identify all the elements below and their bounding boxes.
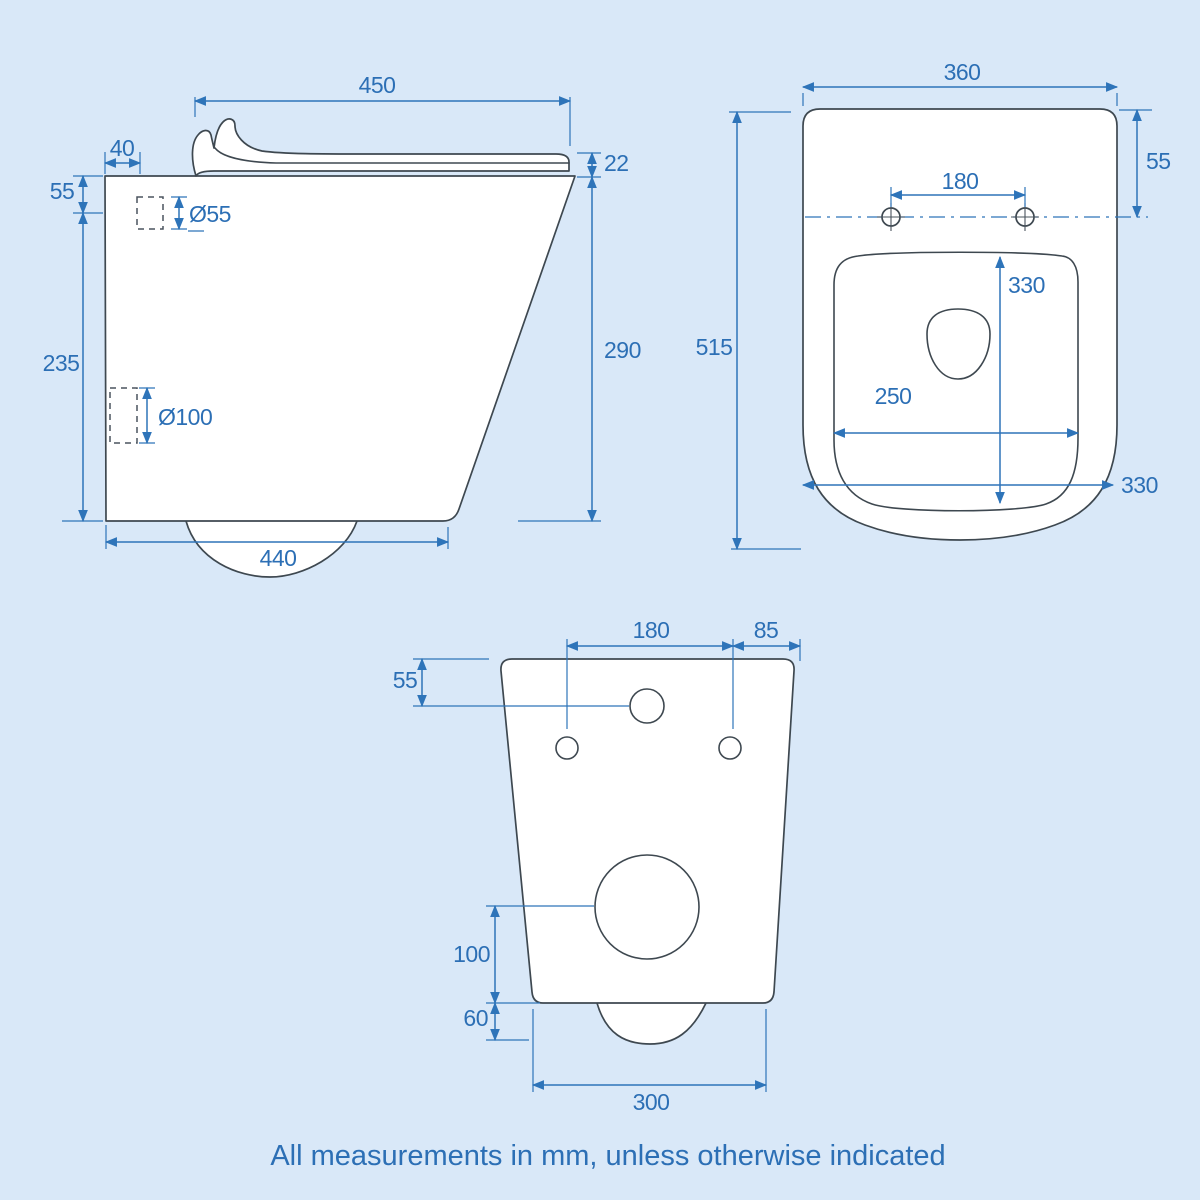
plan-view: 360 55 180 330 250 330 515 (696, 59, 1171, 551)
side-seat-divide-line (214, 147, 570, 164)
measurement-note: All measurements in mm, unless otherwise… (270, 1140, 945, 1172)
dim-label-outlet-height: 100 (453, 941, 490, 967)
dim-label-overall-depth: 515 (696, 334, 733, 360)
dim-label-opening-width: 250 (875, 383, 912, 409)
side-view: 450 40 55 235 Ø55 Ø100 440 22 290 (43, 72, 641, 578)
side-inlet-hole-dashed (136, 196, 164, 230)
dim-label-body-height: 290 (604, 337, 641, 363)
dim-label-seat-thickness: 22 (604, 150, 629, 176)
dim-label-hinge-offset: 40 (110, 135, 135, 161)
dim-label-fixing-to-edge: 85 (754, 617, 779, 643)
dim-22-ticks (577, 152, 601, 178)
dim-rear300-extensions (532, 1009, 767, 1092)
dim-label-outlet-diameter: Ø100 (158, 404, 212, 430)
dim-360-extensions (802, 93, 1118, 106)
dim-label-fixing-offset: 55 (1146, 148, 1171, 174)
dim-label-base-depth: 440 (260, 545, 297, 571)
side-outlet-hole-dashed (109, 387, 138, 444)
rear-inlet-hole (629, 688, 665, 724)
dim-450-extensions (194, 97, 571, 146)
rear-trapway-arc (596, 1002, 707, 1045)
dim-label-base-offset: 60 (463, 1005, 488, 1031)
dim-label-seat-length: 450 (359, 72, 396, 98)
dim-label-overall-length: 330 (1121, 472, 1158, 498)
plan-flush-well (926, 308, 991, 380)
dim-label-lower-height: 235 (43, 350, 80, 376)
dim-515-ticks (729, 111, 801, 550)
side-seat-lid-profile (191, 118, 570, 177)
dim-label-upper-height: 55 (50, 178, 75, 204)
rear-view: 180 85 55 100 60 300 (393, 617, 802, 1115)
dim-label-inlet-diameter: Ø55 (189, 201, 231, 227)
dim-label-inlet-offset: 55 (393, 667, 418, 693)
dim-label-base-width: 300 (633, 1089, 670, 1115)
dim-label-opening-length: 330 (1008, 272, 1045, 298)
dim-label-overall-width: 360 (944, 59, 981, 85)
dim-label-plan-fixing-spacing: 180 (942, 168, 979, 194)
rear-fixing-hole-right (718, 736, 742, 760)
plan-seat-opening (833, 251, 1079, 512)
rear-body-outline (500, 658, 795, 1004)
dim-label-rear-fixing-spacing: 180 (633, 617, 670, 643)
rear-fixing-hole-left (555, 736, 579, 760)
side-pan-body (104, 175, 576, 522)
rear-outlet-hole (594, 854, 700, 960)
side-trapway-arc (185, 520, 358, 578)
plan-hole-crosshairs (877, 203, 1039, 231)
